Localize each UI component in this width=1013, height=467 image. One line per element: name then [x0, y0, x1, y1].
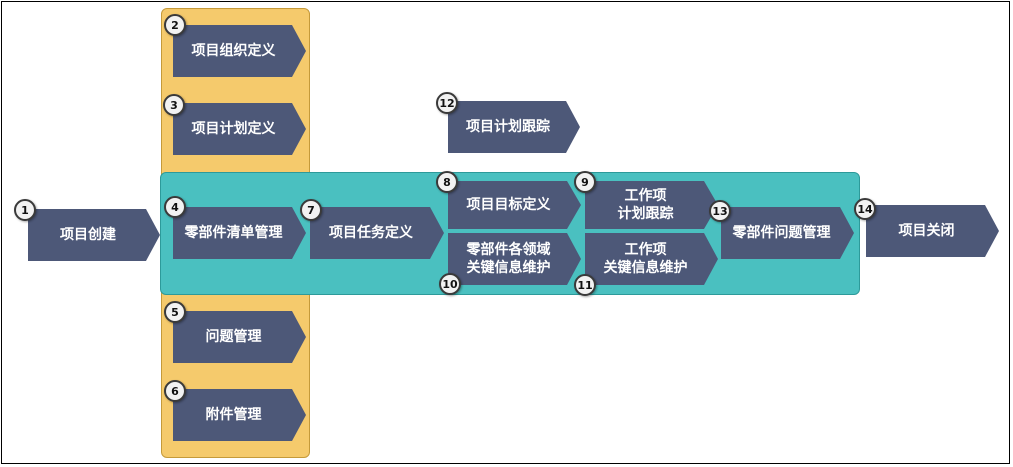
- step-7-task-define: 项目任务定义: [310, 207, 444, 259]
- step-3-badge: 3: [163, 94, 185, 116]
- step-6-attachment-mgmt: 附件管理: [173, 389, 306, 441]
- step-10-badge: 10: [439, 273, 461, 295]
- step-8-badge: 8: [436, 171, 458, 193]
- step-4-parts-list: 零部件清单管理: [173, 207, 306, 259]
- step-12-badge: 12: [436, 92, 458, 114]
- step-7-badge: 7: [300, 199, 322, 221]
- step-13-parts-issue-mgmt: 零部件问题管理: [721, 207, 854, 259]
- step-11-work-item-key-info: 工作项 关键信息维护: [585, 233, 718, 285]
- step-3-plan-define: 项目计划定义: [173, 103, 306, 155]
- step-9-work-item-tracking: 工作项 计划跟踪: [585, 181, 718, 229]
- step-12-plan-tracking: 项目计划跟踪: [448, 101, 580, 153]
- step-1-project-create: 项目创建: [28, 209, 160, 261]
- step-2-badge: 2: [164, 14, 186, 36]
- step-13-badge: 13: [709, 200, 731, 222]
- step-5-issue-mgmt: 问题管理: [173, 311, 306, 363]
- step-2-org-define: 项目组织定义: [173, 25, 306, 77]
- step-4-badge: 4: [164, 196, 186, 218]
- step-8-goal-define: 项目目标定义: [448, 181, 581, 229]
- step-1-badge: 1: [14, 199, 36, 221]
- step-14-project-close: 项目关闭: [866, 205, 999, 257]
- step-14-badge: 14: [854, 198, 876, 220]
- step-11-badge: 11: [574, 274, 596, 296]
- step-6-badge: 6: [164, 380, 186, 402]
- step-9-badge: 9: [574, 171, 596, 193]
- step-10-parts-key-info: 零部件各领域 关键信息维护: [448, 233, 581, 285]
- step-5-badge: 5: [164, 301, 186, 323]
